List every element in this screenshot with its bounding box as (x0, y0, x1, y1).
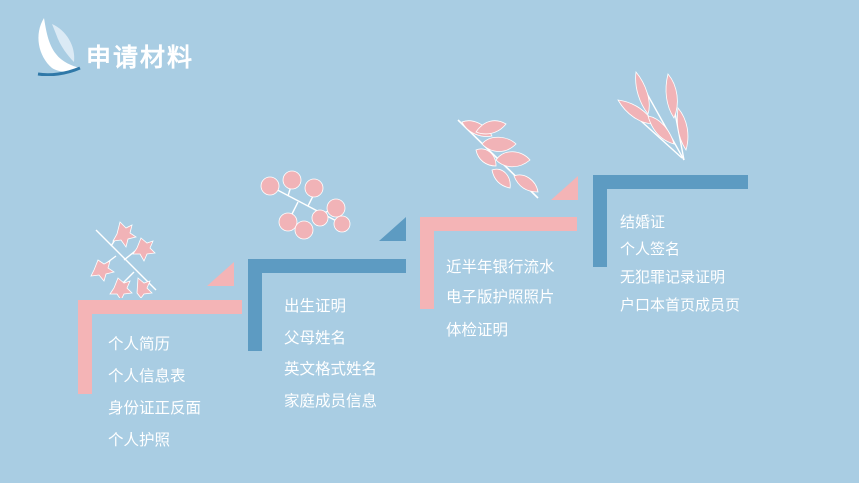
list-item: 出生证明 (284, 297, 347, 315)
step-4-bar-horizontal (593, 175, 748, 189)
list-item: 个人信息表 (108, 367, 186, 385)
leaf-logo-icon (37, 18, 81, 76)
step-1-arrow (207, 262, 234, 286)
list-item: 电子版护照照片 (446, 288, 555, 306)
list-item: 父母姓名 (284, 329, 347, 347)
page-title: 申请材料 (86, 43, 195, 72)
list-item: 英文格式姓名 (284, 360, 378, 378)
list-item: 个人护照 (108, 431, 171, 449)
step-2-bar-horizontal (248, 259, 406, 273)
leaf-decoration-icon (617, 71, 689, 161)
step-3-arrow (551, 176, 578, 200)
list-item: 近半年银行流水 (446, 258, 555, 276)
step-3-bar-vertical (420, 217, 434, 309)
list-item: 家庭成员信息 (284, 392, 378, 410)
leaf-decoration-icon (457, 119, 539, 199)
list-item: 户口本首页成员页 (620, 296, 741, 314)
step-2-bar-vertical (248, 259, 262, 351)
list-item: 体检证明 (446, 321, 509, 339)
list-item: 身份证正反面 (108, 399, 202, 417)
step-2-arrow (379, 217, 406, 241)
step-3-bar-horizontal (420, 217, 577, 231)
list-item: 个人简历 (108, 335, 171, 353)
leaf-decoration-icon (90, 221, 157, 298)
step-1-bar-horizontal (78, 300, 242, 314)
list-item: 结婚证 (620, 213, 666, 231)
step-4-bar-vertical (593, 175, 607, 267)
step-1-bar-vertical (78, 300, 92, 394)
list-item: 无犯罪记录证明 (620, 268, 726, 286)
list-item: 个人签名 (620, 240, 681, 258)
leaf-decoration-icon (260, 170, 351, 240)
